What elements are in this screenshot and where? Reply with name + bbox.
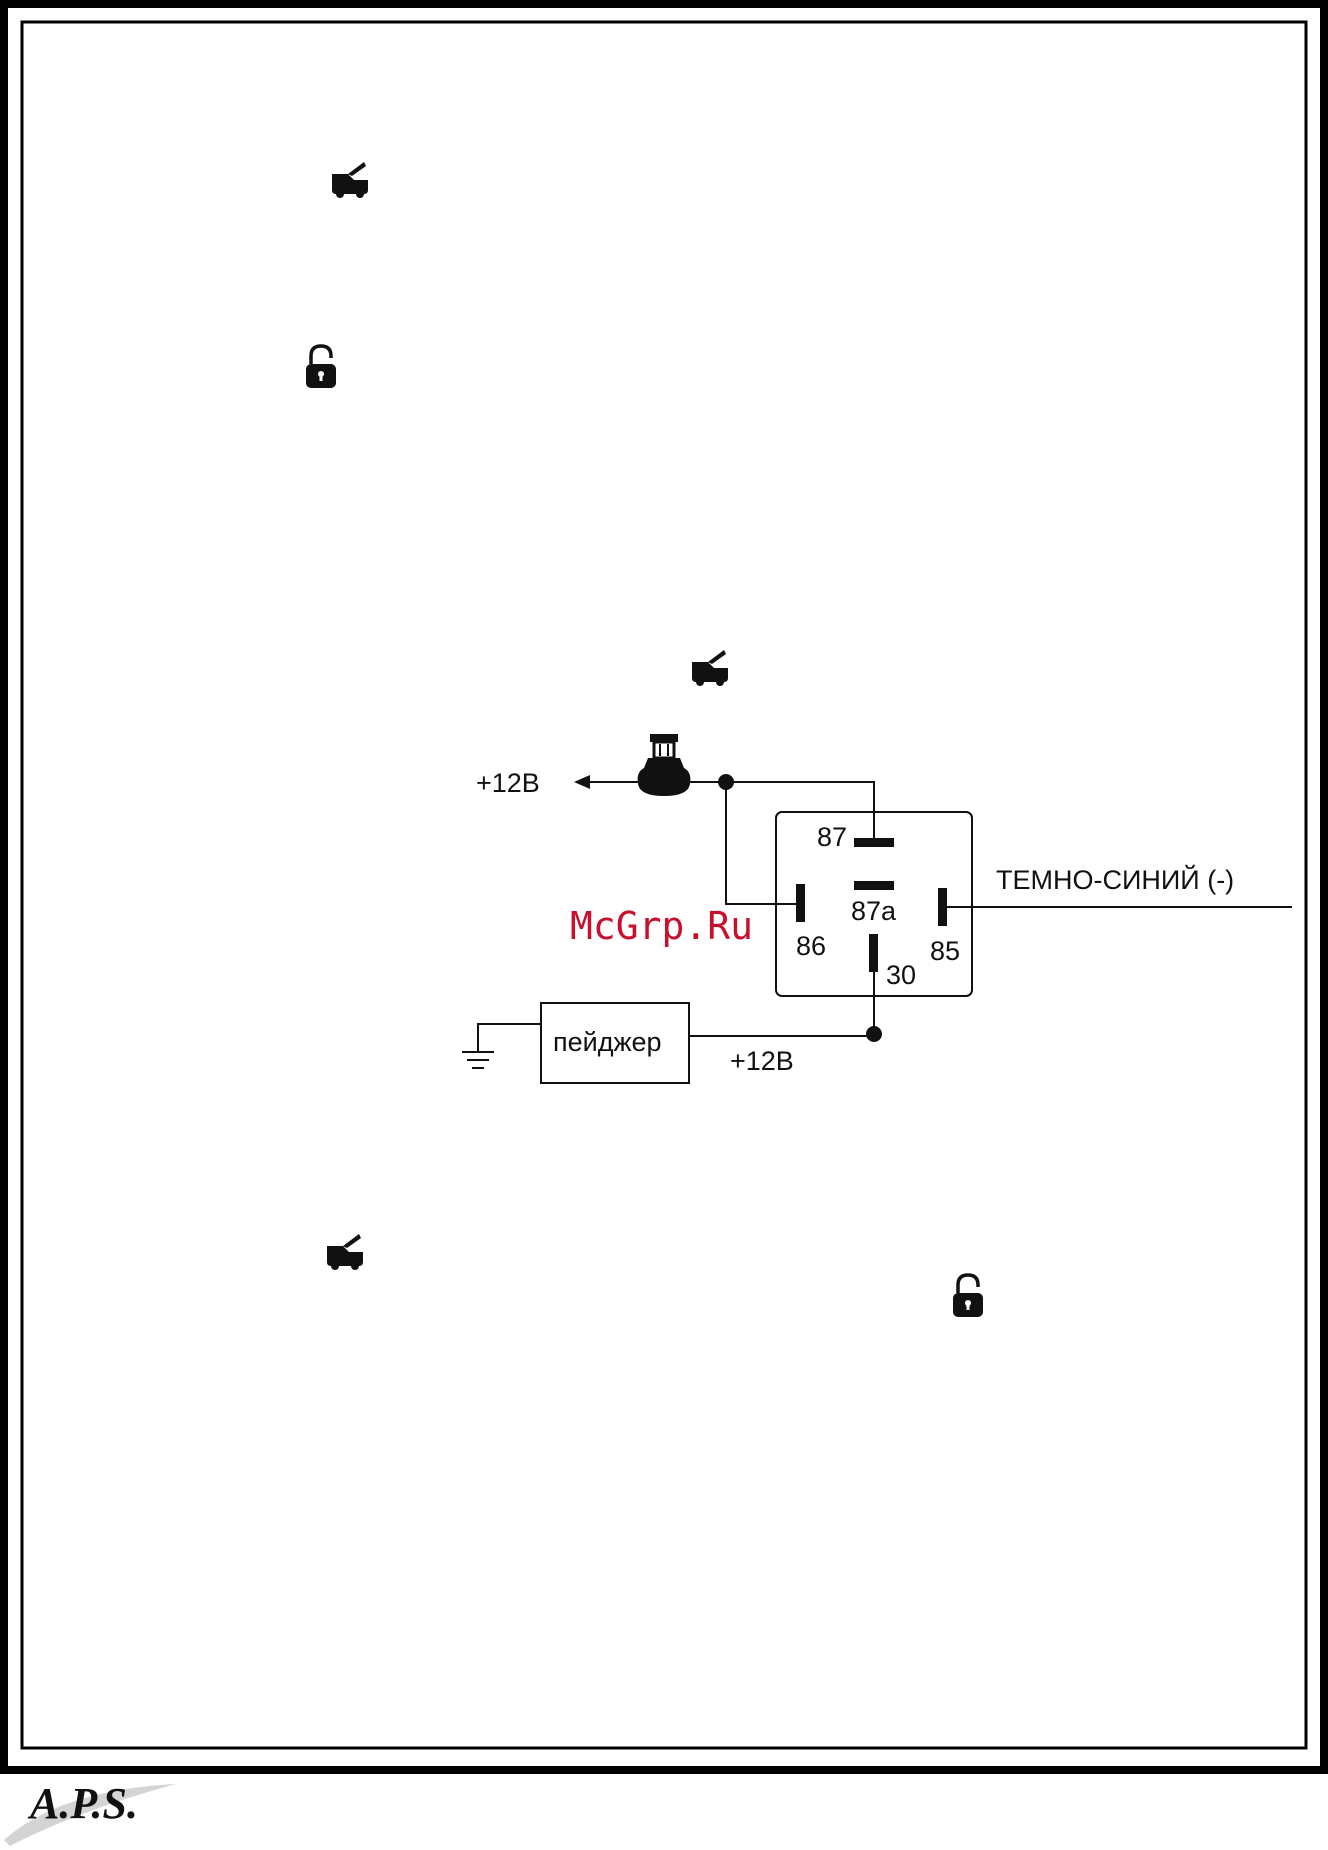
ground-icon	[462, 1052, 494, 1068]
pin-87-contact	[854, 838, 894, 847]
fuse-icon	[638, 734, 691, 796]
pin-85-contact	[938, 888, 947, 926]
watermark: McGrp.Ru	[570, 904, 753, 948]
aps-logo: A.P.S.	[30, 1778, 138, 1829]
pin-30-label: 30	[886, 960, 916, 990]
supply-label-left: +12В	[476, 768, 540, 798]
pin-86-label: 86	[796, 931, 826, 961]
wire-to-pin-86	[726, 782, 800, 904]
pager-label: пейджер	[553, 1027, 662, 1057]
supply-label-bottom: +12В	[730, 1046, 794, 1076]
pin-30-contact	[869, 934, 878, 972]
pin-87a-contact	[854, 881, 894, 890]
wire-pager-ground	[478, 1024, 541, 1052]
wire-color-label: ТЕМНО-СИНИЙ (-)	[996, 864, 1234, 895]
pin-86-contact	[796, 884, 805, 922]
junction-node-bottom	[866, 1026, 882, 1042]
arrow-head	[574, 775, 590, 789]
pin-87-label: 87	[817, 822, 847, 852]
pin-85-label: 85	[930, 936, 960, 966]
pin-87a-label: 87a	[851, 896, 897, 926]
